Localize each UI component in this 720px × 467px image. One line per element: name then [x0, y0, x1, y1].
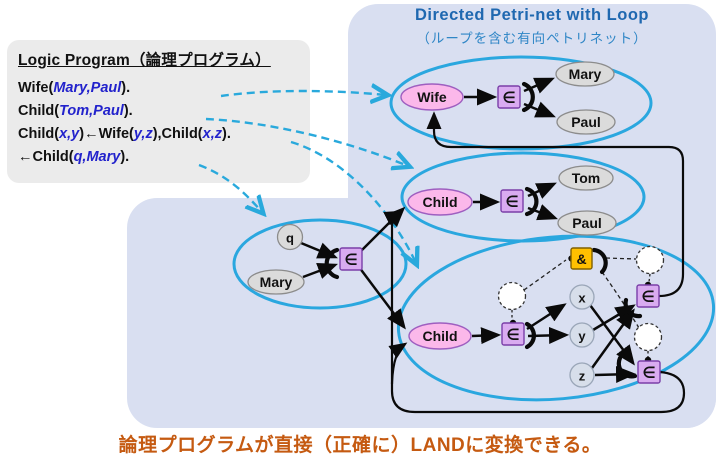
membership-boxes	[339, 85, 661, 384]
x-node	[569, 284, 595, 310]
q-label: q	[286, 231, 294, 246]
net-ellipses	[232, 55, 716, 402]
membership-glyph: ∈	[506, 327, 519, 344]
transition-arc	[524, 321, 537, 350]
loop-to-wife	[426, 111, 685, 298]
y-node	[569, 322, 595, 348]
membership-glyph: ∈	[505, 194, 518, 211]
dashed-arrow-rule	[290, 140, 416, 263]
logic-program-line: Wife(Mary,Paul).	[18, 80, 131, 96]
transition-arc	[521, 81, 535, 113]
anonymous-place	[635, 245, 665, 275]
transition-arc	[324, 247, 340, 280]
logic-program-box: Logic Program（論理プログラム） Wife(Mary,Paul). C…	[7, 40, 310, 183]
z-label: z	[579, 369, 586, 384]
predicate-nodes	[400, 83, 473, 350]
constant-nodes	[247, 61, 617, 295]
diagram-subtitle: （ループを含む有向ペトリネット）	[416, 31, 648, 46]
variable-nodes	[569, 284, 595, 388]
paul1-node	[556, 109, 616, 135]
dashed-arrow-query	[198, 163, 262, 212]
rule-net-ellipse	[396, 234, 716, 402]
tom-label: Tom	[572, 170, 601, 186]
anonymous-place	[497, 281, 527, 311]
dashed-link-and-placetop	[605, 257, 637, 260]
transition-arcs	[324, 81, 643, 379]
paul2-label: Paul	[572, 215, 602, 231]
x-label: x	[578, 291, 586, 306]
diagram-title: Directed Petri-net with Loop	[414, 6, 649, 24]
mapping-dashed-arrows	[198, 91, 416, 263]
transition-arc	[616, 355, 638, 379]
dashed-arrow-child-fact	[205, 117, 408, 166]
membership-box-query	[339, 247, 363, 271]
q-node	[276, 223, 304, 251]
title-block: Directed Petri-net with Loop （ループを含む有向ペト…	[352, 6, 712, 47]
transition-arc	[524, 186, 539, 217]
logic-program-line: ←Child(q,Mary).	[18, 149, 130, 165]
membership-glyph: ∈	[344, 252, 357, 269]
conclusion-caption: 論理プログラムが直接（正確に）LANDに変換できる。	[118, 435, 602, 456]
and-box	[570, 247, 593, 270]
dashed-arrow-wife-fact	[220, 91, 386, 96]
logic-program-title: Logic Program（論理プログラム）	[18, 52, 271, 69]
anonymous-places	[497, 245, 665, 352]
wife-label: Wife	[417, 89, 447, 105]
net-arrows	[300, 77, 637, 383]
membership-glyph: ∈	[642, 365, 655, 382]
transition-arc	[623, 297, 643, 319]
anonymous-place	[633, 322, 663, 352]
logic-program-line: Child(Tom,Paul).	[18, 103, 133, 119]
transition-arc	[591, 247, 608, 275]
membership-box-childfact	[500, 189, 524, 213]
logic-program-line: Child(x,y)←Wife(y,z),Child(x,z).	[18, 126, 231, 142]
child-rule-label: Child	[423, 328, 458, 344]
membership-box-rulehead	[501, 322, 525, 346]
membership-glyphs: ∈ ∈ ∈ ∈ ∈ ∈	[344, 90, 655, 382]
child-fact-label: Child	[423, 194, 458, 210]
membership-glyph: ∈	[641, 289, 654, 306]
paul2-node	[557, 210, 617, 236]
and-glyph: &	[576, 251, 586, 267]
mary1-node	[555, 61, 615, 87]
membership-box-wife	[497, 85, 521, 109]
z-node	[569, 362, 595, 388]
dashed-link-and-placebottom	[601, 271, 640, 329]
membership-glyph: ∈	[502, 90, 515, 107]
mary3-label: Mary	[260, 274, 293, 290]
y-label: y	[578, 329, 586, 344]
logic-program-lines: Wife(Mary,Paul). Child(Tom,Paul). Child(x,…	[18, 77, 310, 169]
tom-node	[558, 165, 614, 191]
wife-place-node	[400, 83, 464, 111]
paul1-label: Paul	[571, 114, 601, 130]
dashed-link-place-and	[523, 259, 567, 291]
child-rule-place-node	[408, 322, 472, 350]
mary3-node	[247, 269, 305, 295]
membership-box-wife-body	[636, 284, 660, 308]
child-fact-place-node	[407, 188, 473, 216]
loop-branch-to-child-rule	[388, 342, 408, 385]
membership-box-child-body	[637, 360, 661, 384]
mary1-label: Mary	[569, 66, 602, 82]
